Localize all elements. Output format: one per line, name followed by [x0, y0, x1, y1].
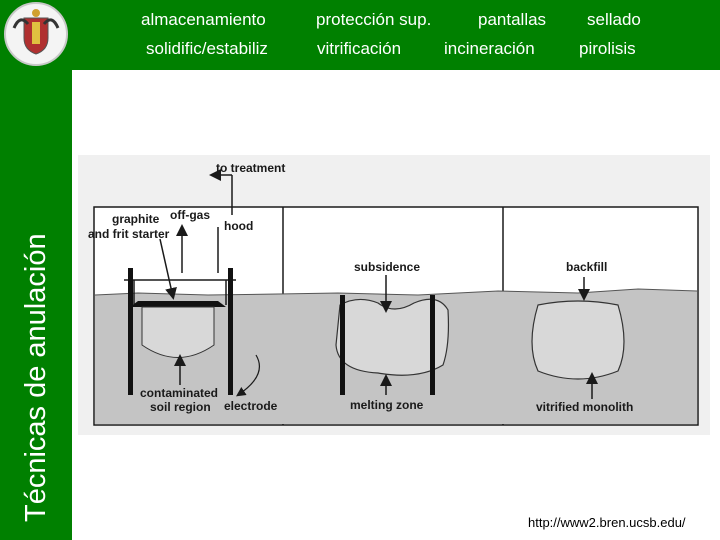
side-title: Técnicas de anulación — [20, 233, 52, 522]
electrode-arrow — [236, 354, 260, 397]
label-backfill: backfill — [566, 260, 607, 274]
vitrified-monolith — [531, 300, 625, 380]
hood-walls — [133, 280, 227, 305]
side-bar — [0, 0, 72, 540]
nav-item-proteccion-sup[interactable]: protección sup. — [316, 10, 432, 29]
label-melting-zone: melting zone — [350, 398, 424, 412]
nav-item-pantallas[interactable]: pantallas — [478, 10, 547, 29]
nav-item-pirolisis[interactable]: pirolisis — [579, 39, 636, 58]
label-to-treatment: to treatment — [216, 161, 285, 175]
vitrification-diagram: to treatment graphite and frit starter o… — [78, 155, 710, 435]
melt-body — [335, 298, 450, 376]
contaminated-soil-region — [141, 306, 215, 358]
label-soil-region: soil region — [150, 400, 211, 414]
electrode-left — [340, 295, 345, 395]
graphite-arrow — [159, 238, 177, 300]
label-contaminated: contaminated — [140, 386, 218, 400]
nav-item-incineracion[interactable]: incineración — [444, 39, 535, 58]
source-url-link[interactable]: http://www2.bren.ucsb.edu/ — [528, 515, 686, 530]
electrode-right — [430, 295, 435, 395]
label-off-gas: off-gas — [170, 208, 210, 222]
nav-item-sellado[interactable]: sellado — [587, 10, 641, 29]
label-vitrified-monolith: vitrified monolith — [536, 400, 633, 414]
electrode-right — [228, 268, 233, 395]
graphite-layer — [130, 301, 226, 307]
electrode-left — [128, 268, 133, 395]
label-hood: hood — [224, 219, 253, 233]
nav-item-almacenamiento[interactable]: almacenamiento — [141, 10, 266, 29]
nav-item-solidific-estabiliz[interactable]: solidific/estabiliz — [146, 39, 268, 58]
label-subsidence: subsidence — [354, 260, 420, 274]
label-frit-starter: and frit starter — [88, 227, 170, 241]
label-graphite: graphite — [112, 212, 160, 226]
university-crest-icon — [4, 2, 68, 66]
label-electrode: electrode — [224, 399, 278, 413]
nav-item-vitrificacion[interactable]: vitrificación — [317, 39, 402, 58]
header-bar — [0, 0, 720, 70]
